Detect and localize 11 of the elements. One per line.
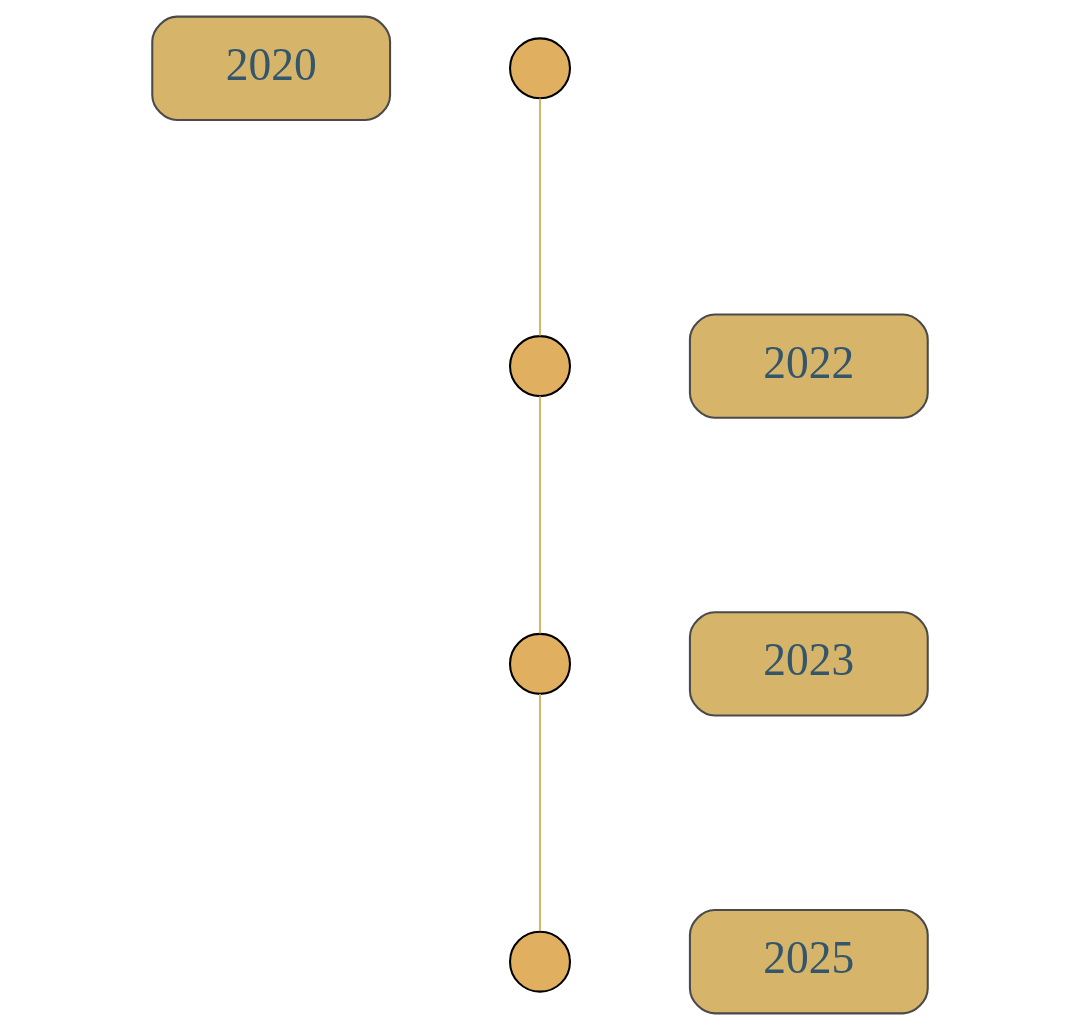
- node-circle: [509, 37, 571, 100]
- node-box: 2022: [688, 313, 929, 419]
- node-circle: [509, 335, 571, 398]
- node-box: 2023: [688, 611, 929, 717]
- node-box: 2025: [688, 908, 929, 1015]
- connector: [538, 98, 542, 336]
- connector: [538, 396, 542, 634]
- node-circle: [509, 632, 571, 695]
- connector: [538, 694, 542, 932]
- node-circle: [509, 930, 571, 993]
- node-box: 2020: [151, 15, 392, 122]
